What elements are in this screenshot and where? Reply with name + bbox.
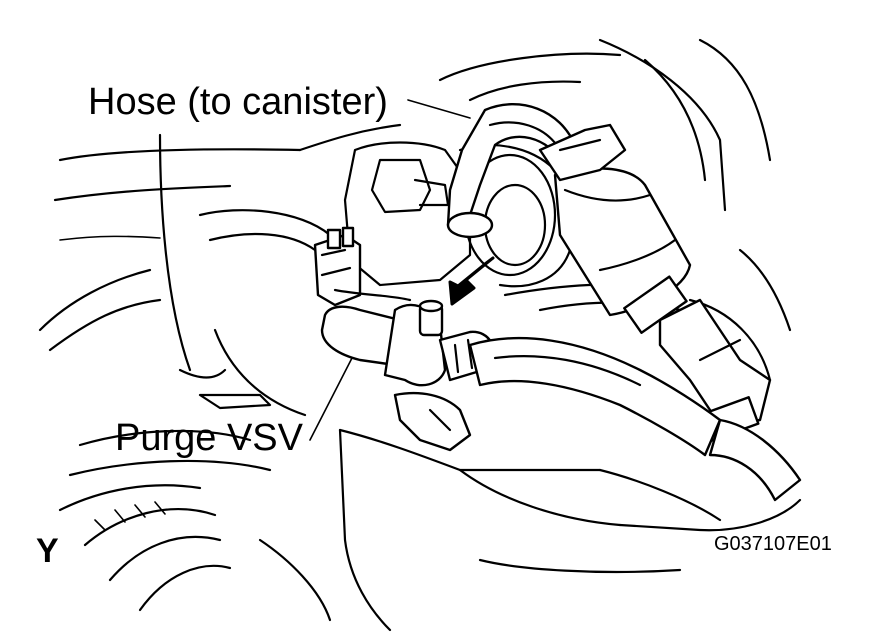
vsv-leader-line bbox=[309, 357, 353, 441]
view-letter: Y bbox=[36, 532, 59, 570]
background-engine-lines bbox=[38, 38, 802, 632]
hose-label: Hose (to canister) bbox=[88, 81, 388, 123]
vsv-connector bbox=[313, 226, 412, 307]
mounting-bracket bbox=[393, 391, 472, 452]
canister-filter bbox=[538, 123, 772, 442]
hose-leader-line bbox=[407, 99, 471, 119]
figure-id: G037107E01 bbox=[714, 533, 832, 555]
purge-vsv-label: Purge VSV bbox=[115, 417, 304, 459]
purge-vsv-unit bbox=[320, 299, 496, 387]
vsv-arrow bbox=[448, 256, 495, 306]
vsv-outlet-hose bbox=[468, 336, 802, 502]
